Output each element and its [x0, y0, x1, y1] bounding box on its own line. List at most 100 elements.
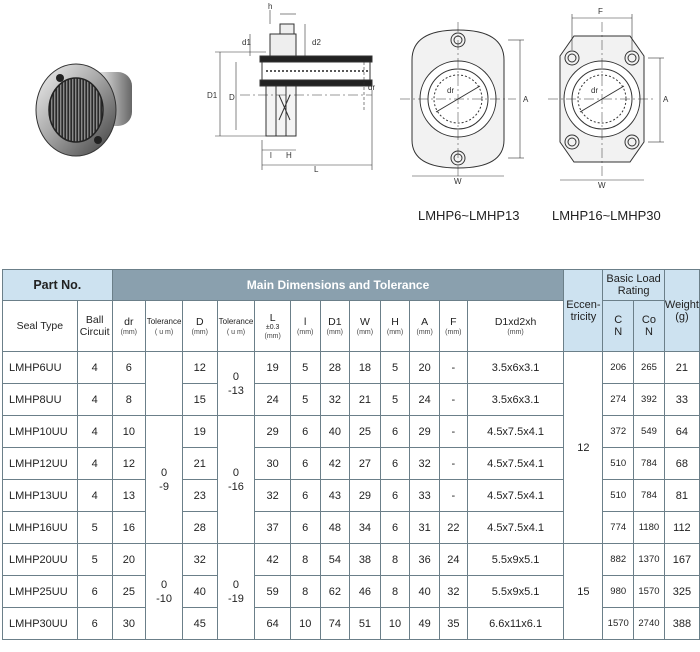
C-cell: 882 [602, 543, 635, 576]
L-cell: 30 [254, 447, 291, 480]
W-cell: 21 [349, 383, 381, 416]
weight-label: Weight [664, 298, 699, 311]
D-cell: 23 [182, 479, 218, 512]
dim-d2: d2 [312, 38, 321, 47]
weight-cell: 325 [663, 575, 700, 608]
seal-type-cell: LMHP6UU [2, 351, 78, 384]
ball-circuit-cell: 6 [76, 607, 113, 640]
D1-cell: 43 [319, 479, 351, 512]
D1-cell: 54 [319, 543, 351, 576]
seal-type-cell: LMHP10UU [2, 415, 78, 448]
L-cell: 59 [254, 575, 291, 608]
weight-cell: 112 [663, 511, 700, 544]
header-row-2: Seal Type Ball Circuit dr(mm) Tolerance(… [2, 300, 700, 352]
seal-type-cell: LMHP8UU [2, 383, 78, 416]
weight-header: Weight(g) [663, 269, 700, 352]
L-header: L±0.3(mm) [254, 300, 291, 352]
D1-cell: 42 [319, 447, 351, 480]
dr-cell: 25 [111, 575, 147, 608]
L-cell: 29 [254, 415, 291, 448]
tolerance-D-cell: 0 -19 [216, 543, 256, 640]
load-rating-header: Basic Load Rating [602, 269, 665, 301]
l-cell: 6 [289, 511, 321, 544]
seal-type-cell: LMHP30UU [2, 607, 78, 640]
H-cell: 5 [379, 351, 411, 384]
D-unit: (mm) [191, 328, 208, 336]
l-cell: 6 [289, 447, 321, 480]
F-cell: - [438, 351, 468, 384]
D-cell: 19 [182, 415, 218, 448]
tolerance-D-label: Tolerance [218, 317, 254, 326]
Co-cell: 1570 [633, 575, 665, 608]
F-unit: (mm) [445, 328, 462, 336]
A-cell: 29 [409, 415, 440, 448]
front-view-lmhp16-30 [548, 14, 664, 181]
tolerance-dr-label: Tolerance [146, 317, 182, 326]
Co-cell: 2740 [633, 607, 665, 640]
weight-cell: 21 [663, 351, 700, 384]
L-cell: 64 [254, 607, 291, 640]
weight-cell: 388 [663, 607, 700, 640]
header-row-1: Part No. Main Dimensions and Tolerance E… [2, 269, 700, 352]
weight-cell: 33 [663, 383, 700, 416]
dr-cell: 20 [111, 543, 147, 576]
tolerance-dr-cell: 0 -10 [145, 543, 184, 640]
C-cell: 206 [602, 351, 635, 384]
dr-cell: 12 [111, 447, 147, 480]
C-cell: 980 [602, 575, 635, 608]
Co-cell: 1180 [633, 511, 665, 544]
l-header: l(mm) [289, 300, 321, 352]
C-cell: 274 [602, 383, 635, 416]
dim-l: l [270, 151, 272, 160]
C-cell: 1570 [602, 607, 635, 640]
technical-drawing: h d1 d2 D1 D dr l H L [35, 2, 669, 190]
ball-circuit-cell: 4 [76, 383, 113, 416]
D1-header: D1(mm) [319, 300, 351, 352]
F-cell: 24 [438, 543, 468, 576]
D1-cell: 74 [319, 607, 351, 640]
front1-W: W [454, 177, 462, 186]
l-cell: 8 [289, 543, 321, 576]
weight-cell: 81 [663, 479, 700, 512]
seal-type-cell: LMHP12UU [2, 447, 78, 480]
Co-cell: 784 [633, 447, 665, 480]
front2-A: A [663, 95, 669, 104]
seal-type-cell: LMHP16UU [2, 511, 78, 544]
A-cell: 24 [409, 383, 440, 416]
eccentricity-cell: 12 [563, 351, 604, 544]
l-cell: 6 [289, 415, 321, 448]
ball-circuit-cell: 5 [76, 511, 113, 544]
L-cell: 42 [254, 543, 291, 576]
Co-cell: 784 [633, 479, 665, 512]
table-row: LMHP30UU 6 30 45 64 10 74 51 10 49 35 6.… [2, 607, 700, 640]
dim-D1: D1 [207, 91, 218, 100]
dim-L: L [314, 165, 319, 174]
A-label: A [421, 315, 429, 328]
D-label: D [195, 315, 204, 328]
d1d2h-cell: 4.5x7.5x4.1 [466, 479, 565, 512]
tolerance-dr-unit: ( u m) [154, 329, 174, 336]
d1d2h-cell: 3.5x6x3.1 [466, 351, 565, 384]
weight-cell: 167 [663, 543, 700, 576]
dr-cell: 6 [111, 351, 147, 384]
caption-lmhp6-13: LMHP6~LMHP13 [418, 208, 520, 223]
drawing-area: h d1 d2 D1 D dr l H L [0, 0, 700, 268]
dim-h: h [268, 2, 272, 11]
Co-cell: 265 [633, 351, 665, 384]
front2-W: W [598, 181, 606, 190]
W-cell: 34 [349, 511, 381, 544]
l-label: l [304, 315, 307, 328]
D-cell: 15 [182, 383, 218, 416]
table-row: LMHP25UU 6 25 40 59 8 62 46 8 40 32 5.5x… [2, 575, 700, 608]
W-cell: 38 [349, 543, 381, 576]
A-cell: 33 [409, 479, 440, 512]
front1-A: A [523, 95, 529, 104]
H-header: H(mm) [379, 300, 411, 352]
H-cell: 6 [379, 447, 411, 480]
H-cell: 8 [379, 575, 411, 608]
table-row: LMHP20UU 5 20 0 -10 32 0 -19 42 8 54 38 … [2, 543, 700, 640]
D1-unit: (mm) [326, 328, 343, 336]
front1-dr: dr [447, 86, 454, 95]
D1-cell: 32 [319, 383, 351, 416]
